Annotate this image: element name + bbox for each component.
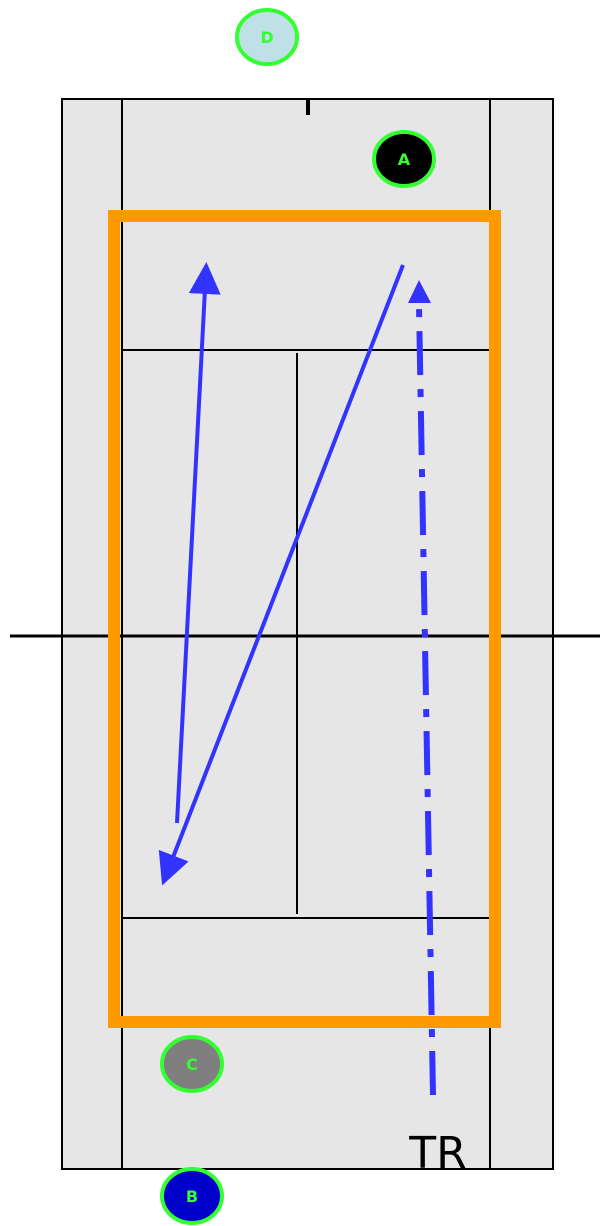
player-d-label: D: [260, 28, 273, 47]
shot-arrow-dashdot: [416, 304, 436, 1096]
player-b-label: B: [186, 1187, 198, 1206]
shot-arrow-left: [175, 262, 221, 824]
player-c: C: [160, 1035, 224, 1093]
player-a-label: A: [398, 150, 411, 169]
player-c-label: C: [186, 1055, 198, 1074]
player-b: B: [160, 1167, 224, 1225]
shot-arrow-diagonal: [158, 264, 405, 886]
court-surface: [61, 98, 554, 1170]
player-a: A: [372, 130, 436, 188]
corner-label: TR: [408, 1128, 466, 1179]
shot-arrow-dashdot-head: [408, 280, 431, 303]
target-zone: [108, 210, 501, 1028]
player-d: D: [235, 8, 299, 66]
